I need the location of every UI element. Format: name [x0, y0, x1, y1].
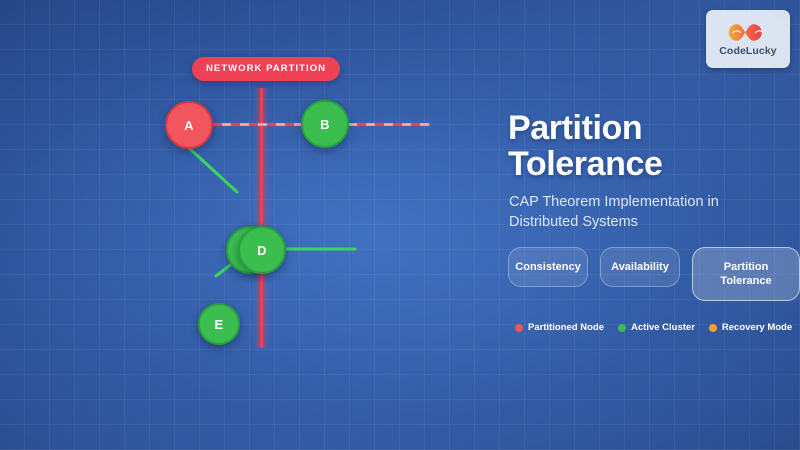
title-line-1: Partition — [508, 109, 643, 147]
legend-label-active: Active Cluster — [631, 322, 695, 333]
pill-consistency-label: Consistency — [515, 261, 581, 273]
infinity-icon — [728, 24, 764, 41]
page-subtitle: CAP Theorem Implementation in Distribute… — [509, 194, 719, 230]
brand-logo[interactable]: CodeLucky — [706, 10, 790, 68]
legend-dot-green — [618, 323, 627, 332]
pill-partition-tolerance-label: Partition Tolerance — [720, 261, 772, 288]
brand-name: CodeLucky — [719, 45, 777, 57]
legend-label-recovery: Recovery Mode — [721, 322, 793, 333]
network-partition-badge: NETWORK PARTITION — [192, 57, 341, 81]
pill-availability-label: Availability — [611, 261, 669, 273]
node-a[interactable]: A — [165, 101, 213, 149]
node-a-label: A — [184, 117, 194, 133]
node-d-label: D — [257, 242, 267, 258]
node-b[interactable]: B — [301, 100, 349, 148]
title-line-2: Tolerance — [508, 145, 663, 184]
pill-availability[interactable]: Availability — [600, 247, 680, 288]
pill-consistency[interactable]: Consistency — [508, 247, 588, 288]
node-d[interactable]: D — [238, 226, 286, 274]
info-panel: Partition Tolerance CAP Theorem Implemen… — [508, 0, 800, 450]
pill-partition-tolerance[interactable]: Partition Tolerance — [692, 247, 800, 302]
legend-item-partitioned: Partitioned Node — [515, 322, 604, 333]
page-title: Partition Tolerance — [508, 110, 798, 182]
network-diagram: NETWORK PARTITION D A B E — [165, 57, 430, 348]
legend-item-active: Active Cluster — [618, 322, 695, 333]
node-b-label: B — [320, 116, 330, 132]
legend-dot-red — [515, 323, 523, 332]
node-e-label: E — [214, 316, 224, 332]
legend-label-partitioned: Partitioned Node — [528, 322, 605, 333]
node-e[interactable]: E — [198, 303, 240, 345]
legend-dot-orange — [708, 323, 717, 332]
legend: Partitioned Node Active Cluster Recovery… — [515, 322, 792, 333]
cap-pill-group: Consistency Availability Partition Toler… — [508, 247, 800, 302]
legend-item-recovery: Recovery Mode — [708, 322, 793, 333]
edge-a-link1 — [187, 146, 239, 194]
